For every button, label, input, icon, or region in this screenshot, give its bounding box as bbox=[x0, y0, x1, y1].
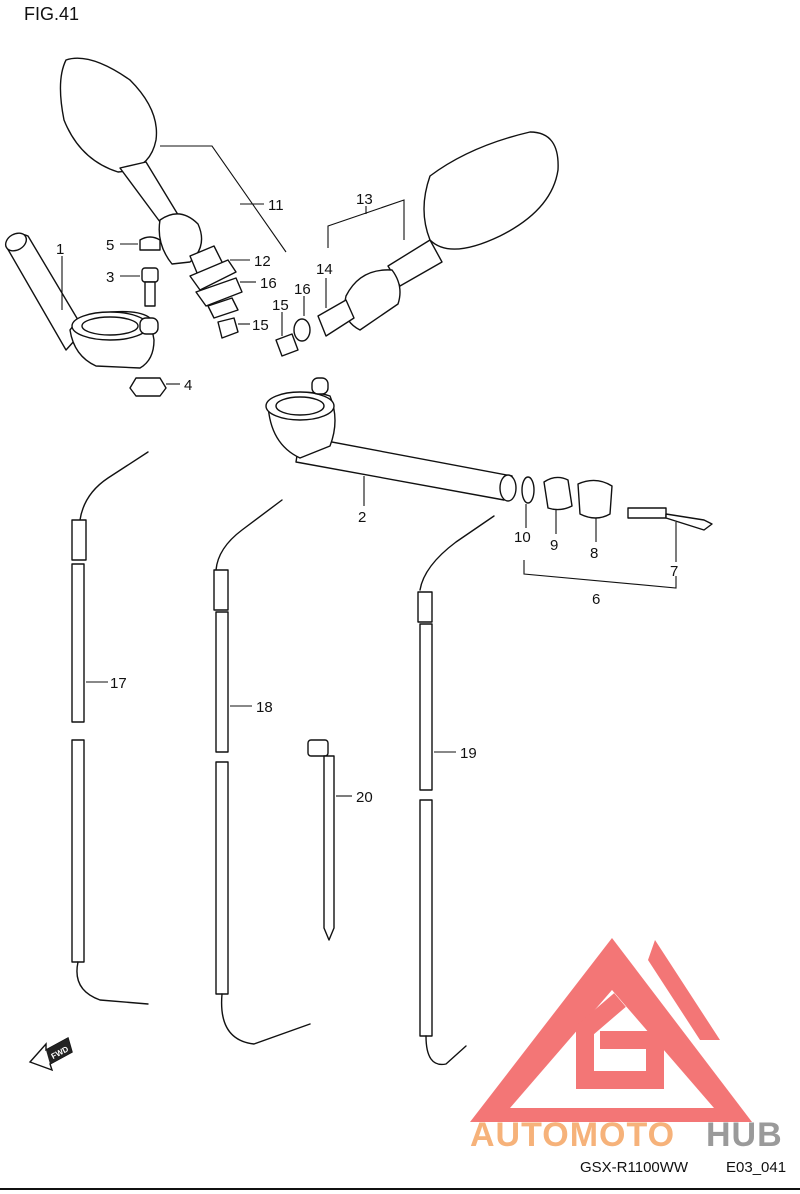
right-mirror-part bbox=[317, 131, 559, 337]
callout-1: 1 bbox=[56, 241, 64, 258]
cable-tie-part-20 bbox=[307, 739, 335, 941]
callout-9: 9 bbox=[550, 537, 558, 554]
cable-part-18 bbox=[213, 499, 311, 1045]
callout-12: 12 bbox=[254, 253, 271, 270]
left-mount-plates bbox=[189, 259, 243, 339]
callout-14: 14 bbox=[316, 261, 333, 278]
callout-16-left: 16 bbox=[260, 275, 277, 292]
callout-11: 11 bbox=[268, 197, 284, 214]
callout-10: 10 bbox=[514, 529, 531, 546]
watermark-text-part2: HUB bbox=[706, 1116, 783, 1154]
cable-part-17 bbox=[71, 451, 149, 1005]
footer-code: E03_041 bbox=[726, 1159, 786, 1176]
callout-19: 19 bbox=[460, 745, 477, 762]
bolt-part-3 bbox=[141, 267, 159, 307]
callout-15-right: 15 bbox=[272, 297, 289, 314]
callout-13: 13 bbox=[356, 191, 373, 208]
callout-17: 17 bbox=[110, 675, 127, 692]
figure-title: FIG.41 bbox=[24, 4, 79, 24]
callout-labels: 1 2 3 4 5 6 7 8 9 10 11 12 13 14 15 15 1… bbox=[56, 191, 678, 806]
cable-part-19 bbox=[417, 515, 495, 1066]
callout-18: 18 bbox=[256, 699, 273, 716]
right-handlebar-part bbox=[265, 377, 517, 502]
callout-7: 7 bbox=[670, 563, 678, 580]
callout-4: 4 bbox=[184, 377, 192, 394]
bar-end-parts bbox=[521, 476, 713, 531]
footer-model: GSX-R1100WW bbox=[580, 1159, 689, 1176]
callout-3: 3 bbox=[106, 269, 114, 286]
callout-5: 5 bbox=[106, 237, 114, 254]
leader-lines bbox=[61, 145, 677, 797]
callout-20: 20 bbox=[356, 789, 373, 806]
callout-16-right: 16 bbox=[294, 281, 311, 298]
watermark-text: AUTOMOTO HUB bbox=[470, 1116, 783, 1154]
right-mount-parts bbox=[275, 318, 311, 357]
callout-8: 8 bbox=[590, 545, 598, 562]
left-handlebar-part bbox=[4, 232, 159, 369]
callout-15-left: 15 bbox=[252, 317, 269, 334]
callout-6: 6 bbox=[592, 591, 600, 608]
watermark-logo bbox=[470, 938, 752, 1122]
fwd-arrow-icon: FWD bbox=[28, 1036, 73, 1072]
watermark-text-part1: AUTOMOTO bbox=[470, 1116, 675, 1154]
callout-2: 2 bbox=[358, 509, 366, 526]
nut-part-4 bbox=[129, 377, 167, 397]
cap-part-5 bbox=[139, 236, 161, 251]
